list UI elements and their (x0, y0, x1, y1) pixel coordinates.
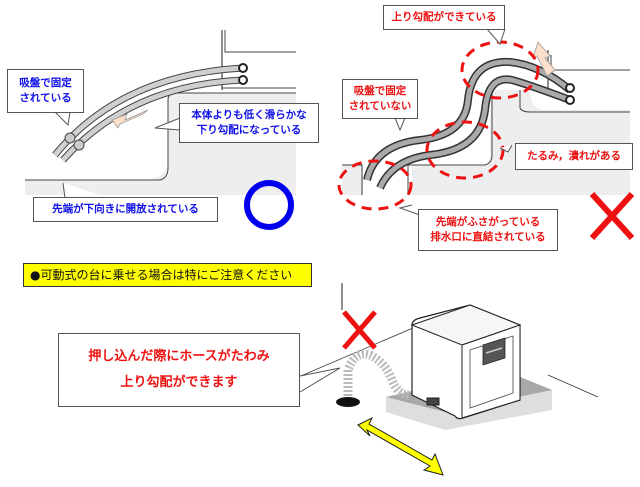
callout-slope-down: 本体よりも低く滑らかな 下り勾配になっている (179, 103, 319, 143)
callout-suction-fixed: 吸盤で固定 されている (7, 69, 84, 113)
hose-end-icon (565, 83, 575, 93)
suction-cup-icon (73, 139, 85, 151)
machine-icon (410, 304, 522, 420)
callout-sag-crush: たるみ，潰れがある (515, 143, 633, 170)
callout-suction-not-fixed: 吸盤で固定 されていない (342, 79, 418, 119)
callout-line: 吸盤で固定 (353, 85, 407, 97)
cross-ng-icon (589, 191, 635, 241)
callout-line: されている (19, 92, 72, 104)
callout-line: 吸盤で固定 (19, 77, 72, 89)
hose-end-icon (238, 75, 248, 85)
movable-stand-notice: ●可動式の台に乗せる場合は特にご注意ください (23, 263, 312, 287)
problem-highlight (337, 159, 413, 211)
move-direction-arrow-icon (357, 416, 444, 476)
callout-line: されていない (348, 100, 412, 112)
counter-outline (342, 85, 493, 195)
flow-arrow-icon (532, 41, 556, 77)
callout-line: 先端が下向きに開放されている (52, 203, 199, 215)
machine-top (224, 30, 296, 53)
callout-line: 上り勾配ができます (120, 375, 238, 390)
callout-slope-up: 上り勾配ができている (383, 5, 505, 30)
bad-example-diagram (337, 28, 635, 241)
callout-tail (154, 117, 181, 131)
flow-arrow-icon (111, 109, 149, 129)
cross-ng-icon (342, 310, 377, 350)
callout-line: 押し込んだ際にホースがたわみ (88, 349, 270, 364)
hose-end-icon (565, 95, 575, 105)
callout-line: たるみ，潰れがある (526, 150, 622, 162)
callout-line: 下り勾配になっている (196, 124, 302, 136)
callout-line: 排水口に直結されている (430, 231, 546, 243)
circle-ok-icon (244, 180, 294, 230)
wall-line (547, 374, 599, 398)
callout-tip-open: 先端が下向きに開放されている (33, 197, 218, 222)
callout-line: 先端がふさがっている (435, 216, 541, 228)
movable-stand-diagram (267, 283, 599, 476)
notice-text: ●可動式の台に乗せる場合は特にご注意ください (30, 268, 293, 282)
callout-tail (54, 111, 71, 127)
suction-cup-icon (64, 132, 76, 144)
callout-line: 本体よりも低く滑らかな (191, 109, 307, 121)
callout-line: 上り勾配ができている (391, 11, 497, 23)
callout-tip-blocked: 先端がふさがっている 排水口に直結されている (418, 209, 558, 251)
hose-sagging (343, 349, 411, 400)
callout-hose-sag: 押し込んだ際にホースがたわみ 上り勾配ができます (58, 333, 300, 407)
drain-hole (336, 397, 360, 407)
hose-end-icon (238, 63, 248, 73)
